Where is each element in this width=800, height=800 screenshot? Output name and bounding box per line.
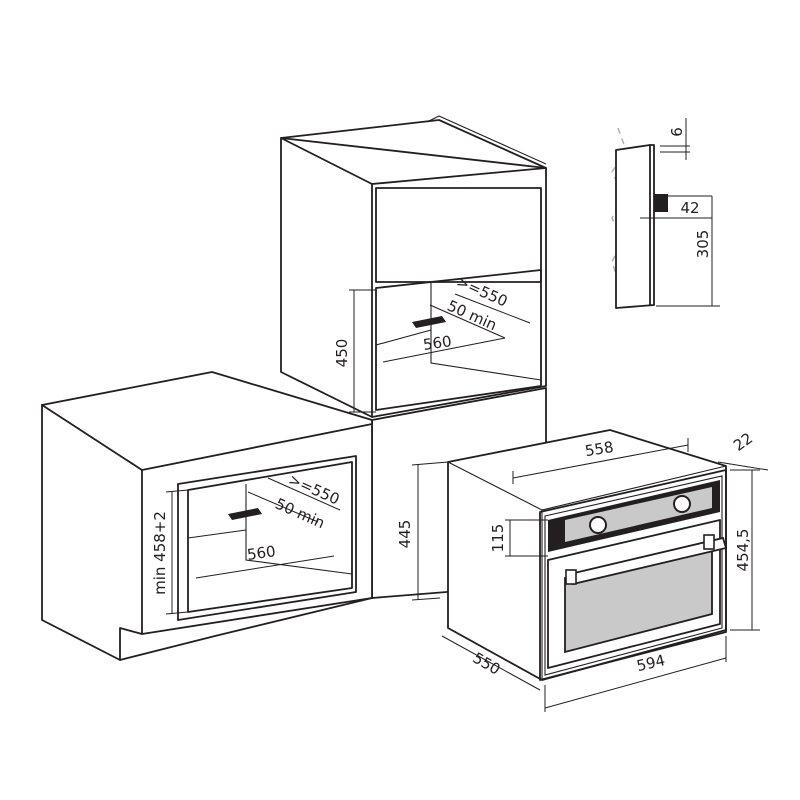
detail-height-label: 305 bbox=[694, 230, 712, 259]
upper-cabinet bbox=[280, 115, 547, 418]
base-cabinet bbox=[41, 371, 373, 661]
oven bbox=[441, 429, 769, 712]
detail-top-label: 6 bbox=[668, 127, 686, 137]
oven-front-width-label: 594 bbox=[635, 651, 667, 675]
cabinet-height-label: 445 bbox=[396, 520, 414, 549]
lower-height-label: min 458+2 bbox=[151, 511, 169, 595]
upper-width-label: 560 bbox=[422, 332, 453, 354]
detail-mid-label: 42 bbox=[680, 199, 699, 217]
upper-height-label: 450 bbox=[333, 339, 351, 368]
side-detail bbox=[611, 118, 720, 309]
oven-height-label: 454,5 bbox=[734, 529, 752, 572]
lower-width-label: 560 bbox=[246, 542, 277, 564]
oven-panel-height-label: 115 bbox=[489, 524, 507, 553]
front-thickness-label: 22 bbox=[730, 429, 756, 455]
oven-top-width-label: 558 bbox=[584, 438, 615, 460]
